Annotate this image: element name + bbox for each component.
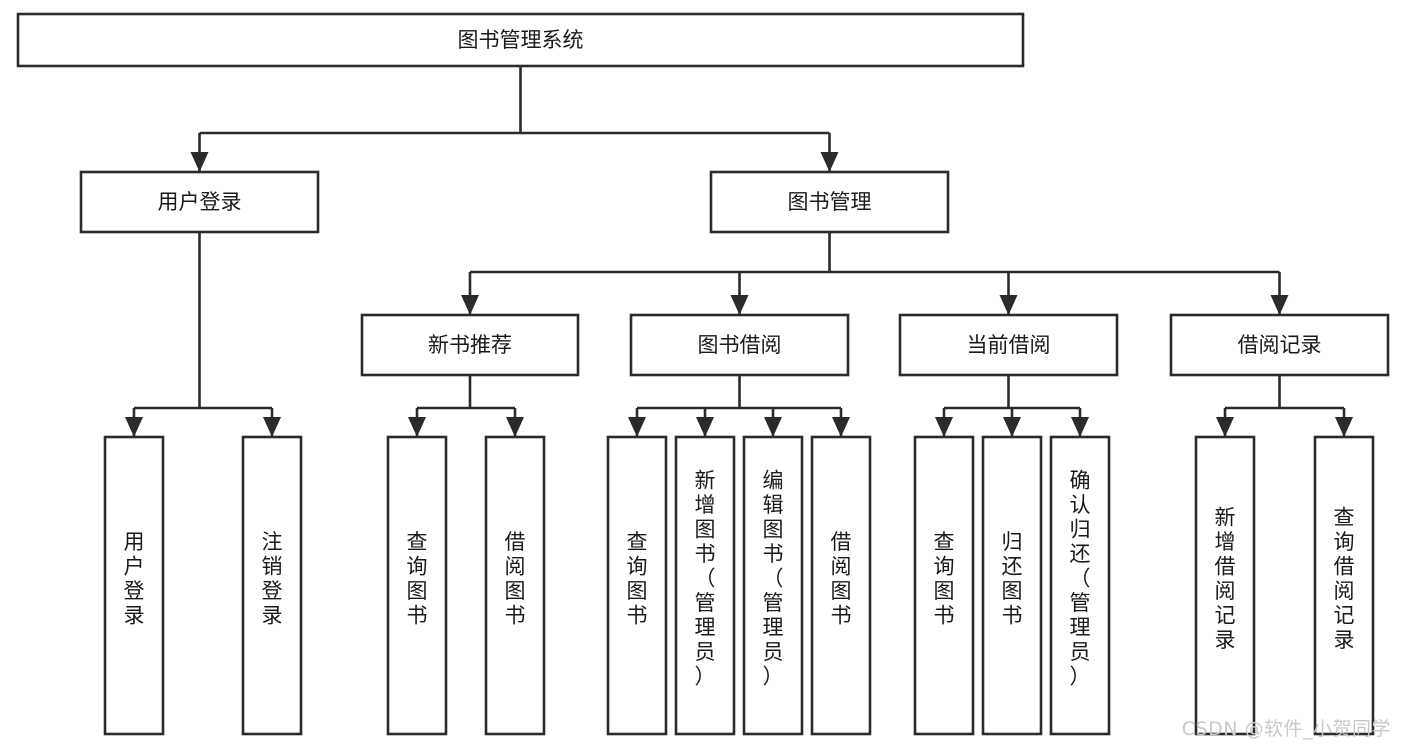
node-leaf-查询图书-8-box[interactable]: [913, 435, 975, 736]
node-leaf-查询图书-2-label: 查询图书: [407, 530, 428, 628]
node-leaf-注销登录-1-label: 注销登录: [262, 530, 283, 628]
node-leaf-编辑图书管理员-6-label: 编辑图书（管理员）: [763, 469, 784, 689]
node-l3-借阅记录-label: 借阅记录: [1238, 333, 1322, 357]
node-leaf-查询图书-2-box[interactable]: [386, 435, 448, 736]
node-l3-新书推荐-box[interactable]: [360, 313, 580, 377]
node-l3-图书借阅-box[interactable]: [629, 313, 850, 377]
arrow-head-icon: [125, 417, 143, 437]
node-leaf-注销登录-1-box[interactable]: [241, 435, 303, 736]
node-leaf-确认归还管理员-10-label: 确认归还（管理员）: [1070, 469, 1091, 689]
node-root-图书管理系统-label: 图书管理系统: [458, 28, 584, 52]
arrow-head-icon: [730, 295, 749, 315]
node-l3-新书推荐[interactable]: 新书推荐: [360, 313, 580, 377]
node-leaf-新增借阅记录-11-label: 新增借阅记录: [1215, 505, 1236, 652]
node-leaf-确认归还管理员-10-box[interactable]: [1049, 435, 1111, 736]
arrow-head-icon: [935, 417, 953, 437]
node-boxes: 图书管理系统用户登录图书管理新书推荐图书借阅当前借阅借阅记录用户登录注销登录查询…: [16, 12, 1390, 736]
node-root-图书管理系统[interactable]: 图书管理系统: [16, 12, 1025, 68]
node-leaf-新增借阅记录-11-box[interactable]: [1194, 435, 1256, 736]
node-leaf-查询图书-4-box[interactable]: [606, 435, 668, 736]
node-leaf-用户登录-0-box[interactable]: [103, 435, 165, 736]
arrow-head-icon: [1216, 417, 1234, 437]
node-l2-图书管理-box[interactable]: [709, 170, 950, 234]
arrow-head-icon: [832, 417, 850, 437]
node-l3-借阅记录-box[interactable]: [1169, 313, 1390, 377]
arrow-head-icon: [696, 417, 714, 437]
arrow-head-icon: [1270, 295, 1289, 315]
node-leaf-查询图书-8[interactable]: 查询图书: [913, 435, 975, 736]
arrow-head-icon: [1335, 417, 1353, 437]
node-leaf-查询借阅记录-12[interactable]: 查询借阅记录: [1313, 435, 1375, 736]
arrow-head-icon: [628, 417, 646, 437]
node-leaf-注销登录-1[interactable]: 注销登录: [241, 435, 303, 736]
node-leaf-归还图书-9[interactable]: 归还图书: [981, 435, 1043, 736]
node-l2-用户登录-label: 用户登录: [158, 190, 242, 214]
node-leaf-新增图书管理员-5[interactable]: 新增图书（管理员）: [674, 435, 736, 736]
node-leaf-借阅图书-7-box[interactable]: [810, 435, 872, 736]
node-l3-当前借阅-label: 当前借阅: [967, 333, 1051, 357]
connector-lines: [125, 66, 1353, 437]
node-leaf-查询借阅记录-12-label: 查询借阅记录: [1334, 505, 1355, 652]
node-leaf-查询借阅记录-12-box[interactable]: [1313, 435, 1375, 736]
node-leaf-查询图书-8-label: 查询图书: [934, 530, 955, 628]
node-l2-用户登录[interactable]: 用户登录: [79, 170, 320, 234]
node-leaf-新增图书管理员-5-box[interactable]: [674, 435, 736, 736]
node-l2-图书管理-label: 图书管理: [788, 190, 872, 214]
node-leaf-编辑图书管理员-6[interactable]: 编辑图书（管理员）: [742, 435, 804, 736]
node-l3-图书借阅-label: 图书借阅: [698, 333, 782, 357]
node-l2-用户登录-box[interactable]: [79, 170, 320, 234]
node-leaf-用户登录-0-label: 用户登录: [124, 530, 145, 628]
node-leaf-查询图书-4-label: 查询图书: [627, 530, 648, 628]
arrow-head-icon: [999, 295, 1018, 315]
node-leaf-借阅图书-3-box[interactable]: [484, 435, 546, 736]
csdn-watermark: CSDN @软件_小贺同学: [1181, 718, 1391, 740]
node-l2-图书管理[interactable]: 图书管理: [709, 170, 950, 234]
arrow-head-icon: [820, 152, 839, 172]
arrow-head-icon: [263, 417, 281, 437]
node-leaf-借阅图书-7-label: 借阅图书: [831, 530, 852, 628]
node-l3-当前借阅-box[interactable]: [898, 313, 1119, 377]
node-leaf-借阅图书-3[interactable]: 借阅图书: [484, 435, 546, 736]
node-leaf-新增借阅记录-11[interactable]: 新增借阅记录: [1194, 435, 1256, 736]
node-leaf-确认归还管理员-10[interactable]: 确认归还（管理员）: [1049, 435, 1111, 736]
node-leaf-查询图书-4[interactable]: 查询图书: [606, 435, 668, 736]
node-leaf-归还图书-9-label: 归还图书: [1002, 530, 1023, 628]
node-leaf-查询图书-2[interactable]: 查询图书: [386, 435, 448, 736]
node-l3-图书借阅[interactable]: 图书借阅: [629, 313, 850, 377]
arrow-head-icon: [1003, 417, 1021, 437]
node-leaf-借阅图书-3-label: 借阅图书: [505, 530, 526, 628]
arrow-head-icon: [764, 417, 782, 437]
arrow-head-icon: [1071, 417, 1089, 437]
node-leaf-编辑图书管理员-6-box[interactable]: [742, 435, 804, 736]
node-leaf-归还图书-9-box[interactable]: [981, 435, 1043, 736]
arrow-head-icon: [190, 152, 209, 172]
arrow-head-icon: [461, 295, 479, 315]
arrow-head-icon: [408, 417, 426, 437]
node-l3-当前借阅[interactable]: 当前借阅: [898, 313, 1119, 377]
arrow-head-icon: [506, 417, 524, 437]
node-l3-新书推荐-label: 新书推荐: [428, 333, 512, 357]
node-leaf-新增图书管理员-5-label: 新增图书（管理员）: [695, 469, 716, 689]
node-leaf-借阅图书-7[interactable]: 借阅图书: [810, 435, 872, 736]
node-root-图书管理系统-box[interactable]: [16, 12, 1025, 68]
node-leaf-用户登录-0[interactable]: 用户登录: [103, 435, 165, 736]
node-l3-借阅记录[interactable]: 借阅记录: [1169, 313, 1390, 377]
